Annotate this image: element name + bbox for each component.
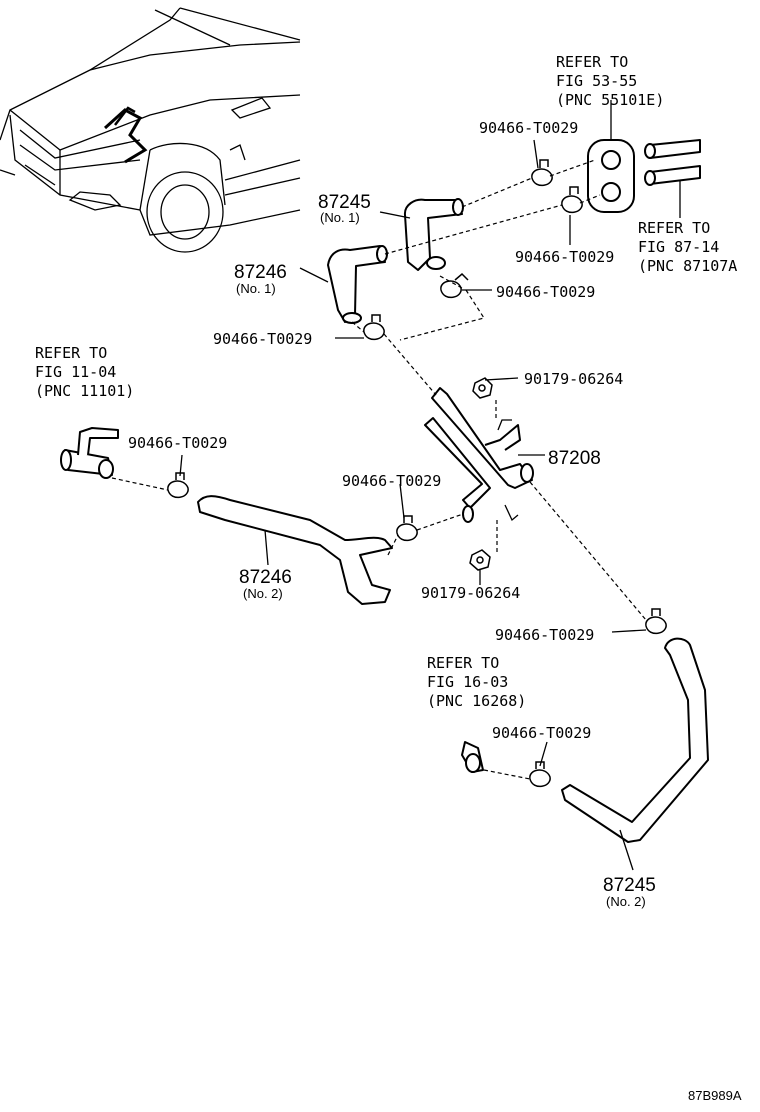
part-87208-number: 87208 [548,448,601,469]
refer-top-line1: REFER TO [556,53,628,71]
part-87246-no2-sub: (No. 2) [243,586,283,601]
refer-left-line3: (PNC 11101) [35,382,134,400]
pipe-87208 [424,387,534,523]
part-87246-no2-number: 87246 [239,567,292,588]
callout-refer-right: REFER TO FIG 87-14 (PNC 87107A [638,219,737,275]
refer-right-line2: FIG 87-14 [638,238,719,256]
clip-label-3: 90466-T0029 [496,283,595,301]
refer-top-line3: (PNC 55101E) [556,91,664,109]
diagram-code: 87B989A [688,1088,742,1103]
clamp-icon [167,472,189,499]
clip-label-2: 90466-T0029 [515,248,614,266]
engine-pipe-left [60,427,119,479]
assembly-lines [111,159,647,780]
clip-label-4: 90466-T0029 [213,330,312,348]
refer-left-line2: FIG 11-04 [35,363,116,381]
hose-87246-no1 [327,245,388,324]
heater-unit-connector [587,100,635,213]
clamp-icon [645,608,667,635]
bolt-label-1: 90179-06264 [524,370,623,388]
clip-label-1: 90466-T0029 [479,119,578,137]
refer-mid-line3: (PNC 16268) [427,692,526,710]
part-87245-no2-number: 87245 [603,875,656,896]
clip-label-6: 90466-T0029 [342,472,441,490]
clamp-icon [561,186,583,214]
callout-refer-left: REFER TO FIG 11-04 (PNC 11101) [35,344,134,400]
part-87245-no1-number: 87245 [318,192,371,213]
hose-87245-no1 [403,198,464,271]
refer-mid-line2: FIG 16-03 [427,673,508,691]
bolt-icon [472,377,493,399]
clamp-icon [531,159,553,187]
bolt-icon [469,549,491,571]
engine-connector-mid [461,741,484,773]
clip-label-7: 90466-T0029 [495,626,594,644]
refer-top-line2: FIG 53-55 [556,72,637,90]
heater-pipes [644,139,701,218]
vehicle-illustration [0,7,301,253]
hose-87245-no2 [561,637,709,843]
part-87245-no1-sub: (No. 1) [320,210,360,225]
leader-lines [179,139,647,871]
refer-mid-line1: REFER TO [427,654,499,672]
callout-refer-top: REFER TO FIG 53-55 (PNC 55101E) [556,53,664,109]
clamp-icon [529,761,551,788]
hose-87246-no2 [197,495,393,605]
clamp-icon [363,314,385,341]
clip-label-8: 90466-T0029 [492,724,591,742]
part-87246-no1-number: 87246 [234,262,287,283]
part-87245-no2-sub: (No. 2) [606,894,646,909]
clamp-icon [396,515,418,542]
refer-right-line3: (PNC 87107A [638,257,737,275]
bolt-label-2: 90179-06264 [421,584,520,602]
clamp-icon [440,272,469,299]
clip-label-5: 90466-T0029 [128,434,227,452]
refer-right-line1: REFER TO [638,219,710,237]
callout-refer-mid: REFER TO FIG 16-03 (PNC 16268) [427,654,526,710]
part-87246-no1-sub: (No. 1) [236,281,276,296]
refer-left-line1: REFER TO [35,344,107,362]
